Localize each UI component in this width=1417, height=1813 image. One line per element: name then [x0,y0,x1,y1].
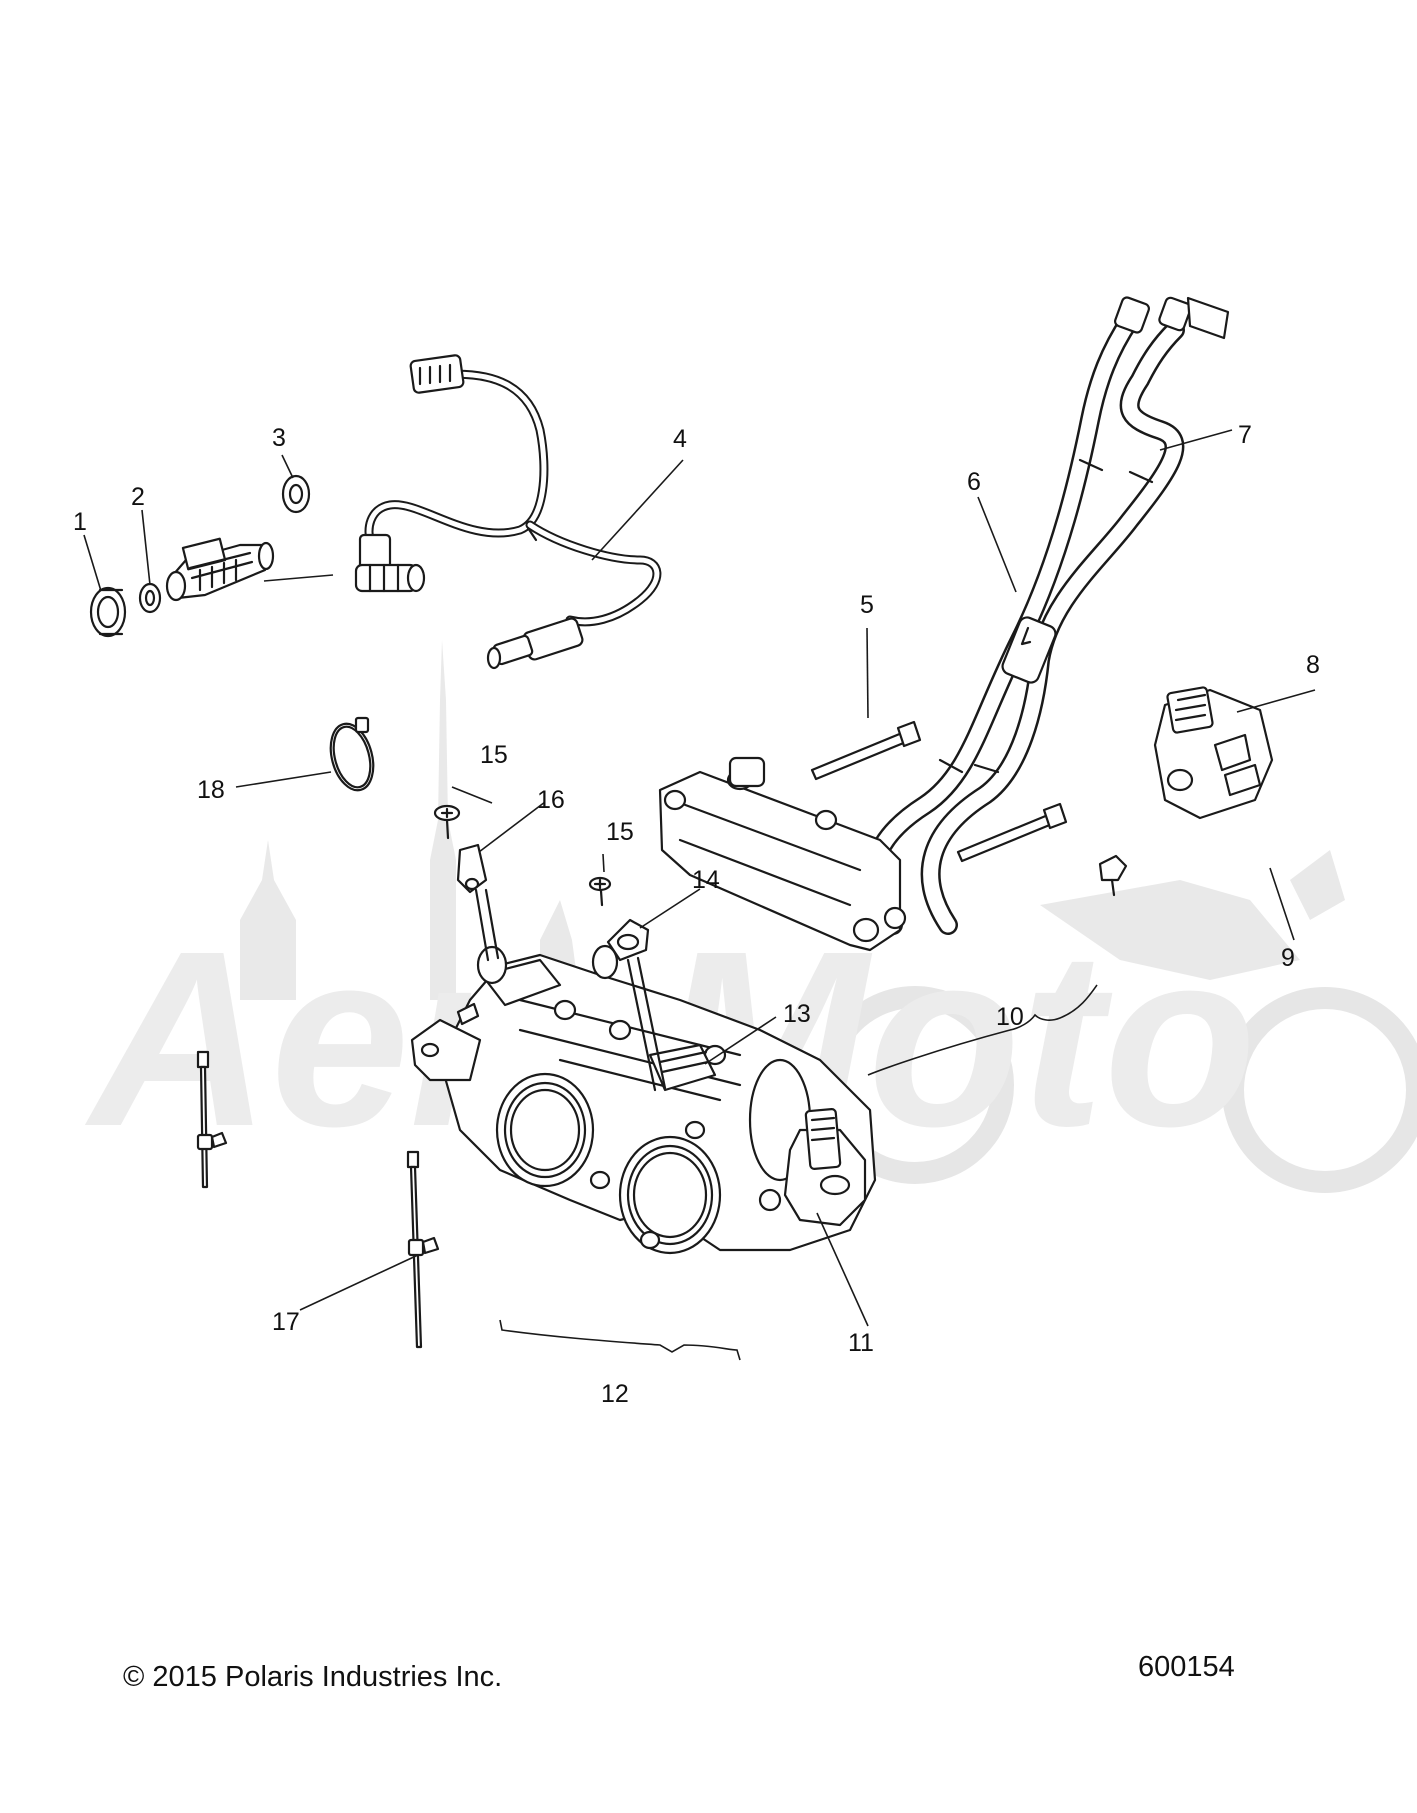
part-9-screw [1098,854,1128,897]
part-6-7-fuel-hoses [864,296,1230,935]
callout-15-lower: 15 [606,818,634,846]
throttle-body [410,888,877,1255]
part-17-cable-ties [196,1050,440,1349]
callout-13: 13 [783,1000,811,1028]
fuel-injector [165,537,275,602]
callout-10: 10 [996,1003,1024,1031]
callout-9: 9 [1281,944,1295,972]
part-15-screw-lower [588,876,612,907]
copyright-notice: © 2015 Polaris Industries Inc. [123,1661,503,1693]
callout-16: 16 [537,786,565,814]
inline-fuel-filter [1001,616,1057,684]
harness-top-connector [409,354,465,394]
part-15-screw-upper [433,804,461,840]
callout-labels: 1 2 3 4 5 6 7 8 9 10 11 12 13 14 15 15 1… [73,421,1320,1408]
part-14-hose-clip [606,918,650,962]
callout-6: 6 [967,468,981,496]
injector-port-upper [476,945,508,985]
part-5-bolts [810,720,1068,863]
callout-3: 3 [272,424,286,452]
watermark-motorcycle [816,850,1417,1193]
part-2-o-ring [138,582,162,614]
drawing-number: 600154 [1138,1651,1235,1683]
callout-4: 4 [673,425,687,453]
callout-12: 12 [601,1380,629,1408]
cable-tie-left [196,1050,228,1189]
part-1-seal [89,586,127,638]
part-8-sensor-module [1153,686,1274,820]
callout-18: 18 [197,776,225,804]
callout-2: 2 [131,483,145,511]
fuel-rail [658,756,907,952]
callout-7: 7 [1238,421,1252,449]
callout-17: 17 [272,1308,300,1336]
cable-tie-right [406,1150,440,1349]
callout-5: 5 [860,591,874,619]
part-3-o-ring [281,474,311,514]
part-11-tps-sensor [758,1108,867,1227]
callout-8: 8 [1306,651,1320,679]
part-4-wire-harness [354,354,662,670]
leader-lines [83,429,1316,1361]
callout-14: 14 [692,866,720,894]
part-18-band-clamp [329,716,375,792]
bolt-lower [956,813,1054,863]
part-13-hose-assembly [648,1043,717,1092]
callout-1: 1 [73,508,87,536]
bolt-upper [810,731,908,781]
callout-15-upper: 15 [480,741,508,769]
part-16-hose-clip [456,843,488,894]
callout-11: 11 [848,1329,874,1357]
